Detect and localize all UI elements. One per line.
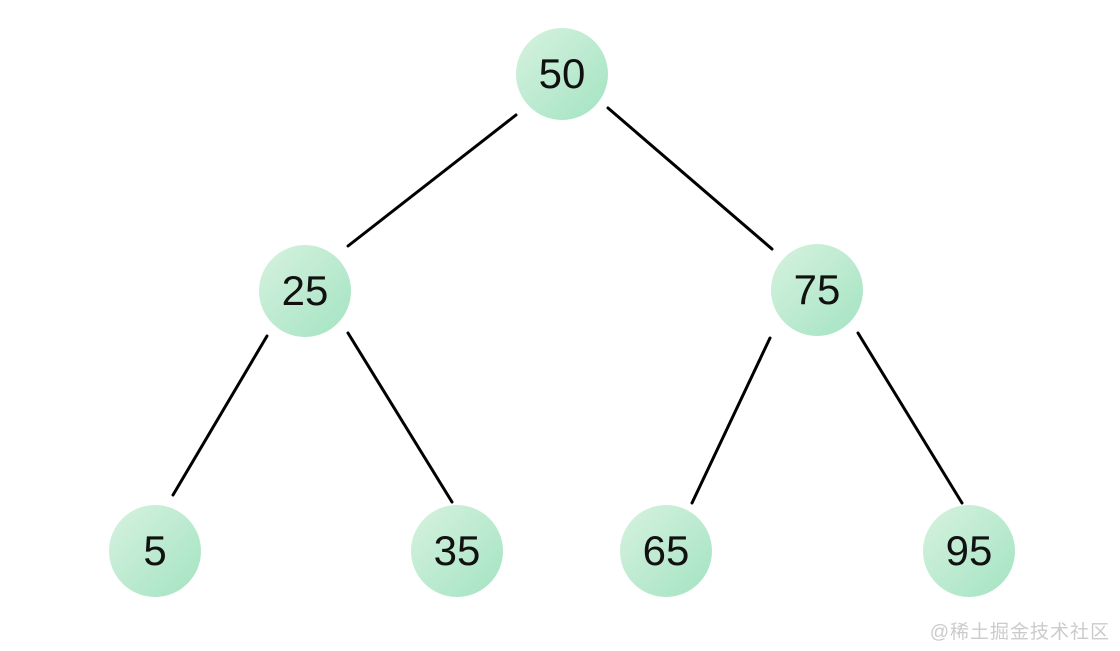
- tree-node-label: 25: [281, 267, 329, 314]
- tree-edge-50-75: [606, 106, 774, 251]
- tree-edge-25-5: [171, 334, 269, 497]
- watermark: @稀土掘金技术社区: [929, 622, 1110, 643]
- tree-node-35: 35: [411, 505, 503, 597]
- tree-node-5: 5: [109, 505, 201, 597]
- tree-node-50: 50: [516, 28, 608, 120]
- tree-edge-75-65: [690, 336, 772, 505]
- tree-node-label: 5: [143, 527, 167, 574]
- tree-edge-25-35: [346, 331, 454, 504]
- tree-edge-75-95: [856, 331, 964, 505]
- tree-node-label: 65: [642, 527, 690, 574]
- tree-node-label: 35: [433, 527, 481, 574]
- tree-node-95: 95: [923, 505, 1015, 597]
- tree-node-label: 50: [538, 50, 586, 97]
- tree-edge-50-25: [346, 113, 518, 248]
- tree-node-65: 65: [620, 505, 712, 597]
- tree-node-label: 75: [793, 266, 841, 313]
- tree-node-label: 95: [945, 527, 993, 574]
- tree-node-75: 75: [771, 244, 863, 336]
- tree-node-25: 25: [259, 245, 351, 337]
